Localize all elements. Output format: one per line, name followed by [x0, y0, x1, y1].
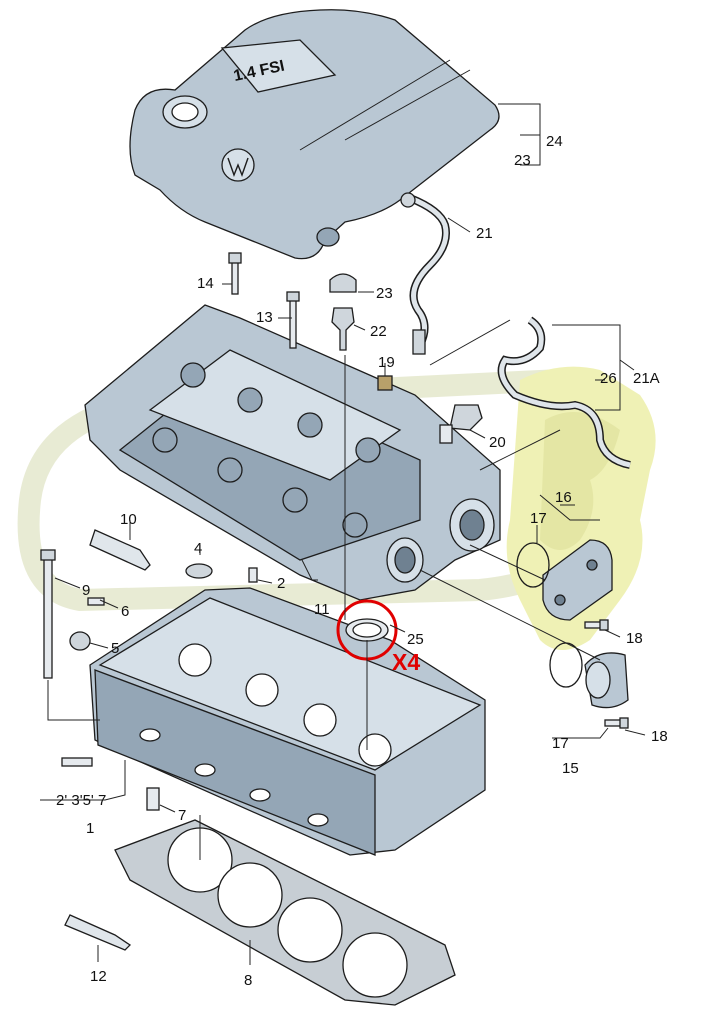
sealant-tube-12: [64, 914, 132, 951]
callout-24: 24: [546, 133, 563, 150]
callout-2: 2: [277, 575, 285, 592]
cover-16: [542, 539, 613, 621]
valve-22: [331, 307, 355, 351]
sensor-20: [439, 404, 483, 444]
callout-17a: 17: [530, 510, 547, 527]
callout-26: 26: [600, 370, 617, 387]
x4-quantity-label: X4: [392, 649, 420, 675]
callout-2357: 2' 3'5' 7: [56, 792, 106, 809]
callout-8: 8: [244, 972, 252, 989]
bolts-18: [584, 619, 629, 729]
callout-17b: 17: [552, 735, 569, 752]
hose-26: [497, 316, 631, 469]
cylinder-head-cover: [84, 304, 501, 601]
sleeve-7: [146, 787, 160, 811]
callout-23b: 23: [376, 285, 393, 302]
callout-21a: 21A: [633, 370, 660, 387]
cap-23: [329, 273, 357, 293]
callout-20: 20: [489, 434, 506, 451]
callout-12: 12: [90, 968, 107, 985]
callout-19: 19: [378, 354, 395, 371]
cylinder-head: [89, 587, 486, 856]
callout-21: 21: [476, 225, 493, 242]
callout-23a: 23: [514, 152, 531, 169]
callout-4: 4: [194, 540, 202, 557]
stud-2357: [61, 757, 93, 767]
callout-25: 25: [407, 631, 424, 648]
head-bolt-9: [40, 549, 56, 679]
callout-13: 13: [256, 309, 273, 326]
bolt-13: [286, 291, 300, 349]
pin-6: [87, 597, 105, 606]
bolt-14: [228, 252, 242, 295]
head-gasket: [114, 819, 456, 1006]
callout-18a: 18: [626, 630, 643, 647]
seal-ring-25: [336, 599, 398, 661]
part-19: [377, 375, 393, 391]
breather-hose-21: [400, 192, 450, 355]
callout-5: 5: [111, 640, 119, 657]
callout-1: 1: [86, 820, 94, 837]
callout-16: 16: [555, 489, 572, 506]
o-ring-17a: [516, 542, 550, 588]
callout-15: 15: [562, 760, 579, 777]
small-parts: [61, 273, 393, 811]
callout-10: 10: [120, 511, 137, 528]
callout-18b: 18: [651, 728, 668, 745]
callout-11: 11: [314, 601, 330, 618]
callout-7: 7: [178, 807, 186, 824]
dowel-2: [248, 567, 258, 583]
sealant-tube-10: [89, 529, 151, 571]
callout-22: 22: [370, 323, 387, 340]
callout-9: 9: [82, 582, 90, 599]
callout-6: 6: [121, 603, 129, 620]
plug-5: [69, 631, 91, 651]
callout-labels: 1 2 2' 3'5' 7 4 5 6 7 8 9 10 11 12 13 14…: [56, 133, 668, 989]
seal-4: [185, 563, 213, 579]
engine-cover: 1.4 FSI: [129, 9, 500, 260]
leader-lines: [40, 103, 646, 965]
cover-15: [584, 652, 629, 709]
callout-14: 14: [197, 275, 214, 292]
